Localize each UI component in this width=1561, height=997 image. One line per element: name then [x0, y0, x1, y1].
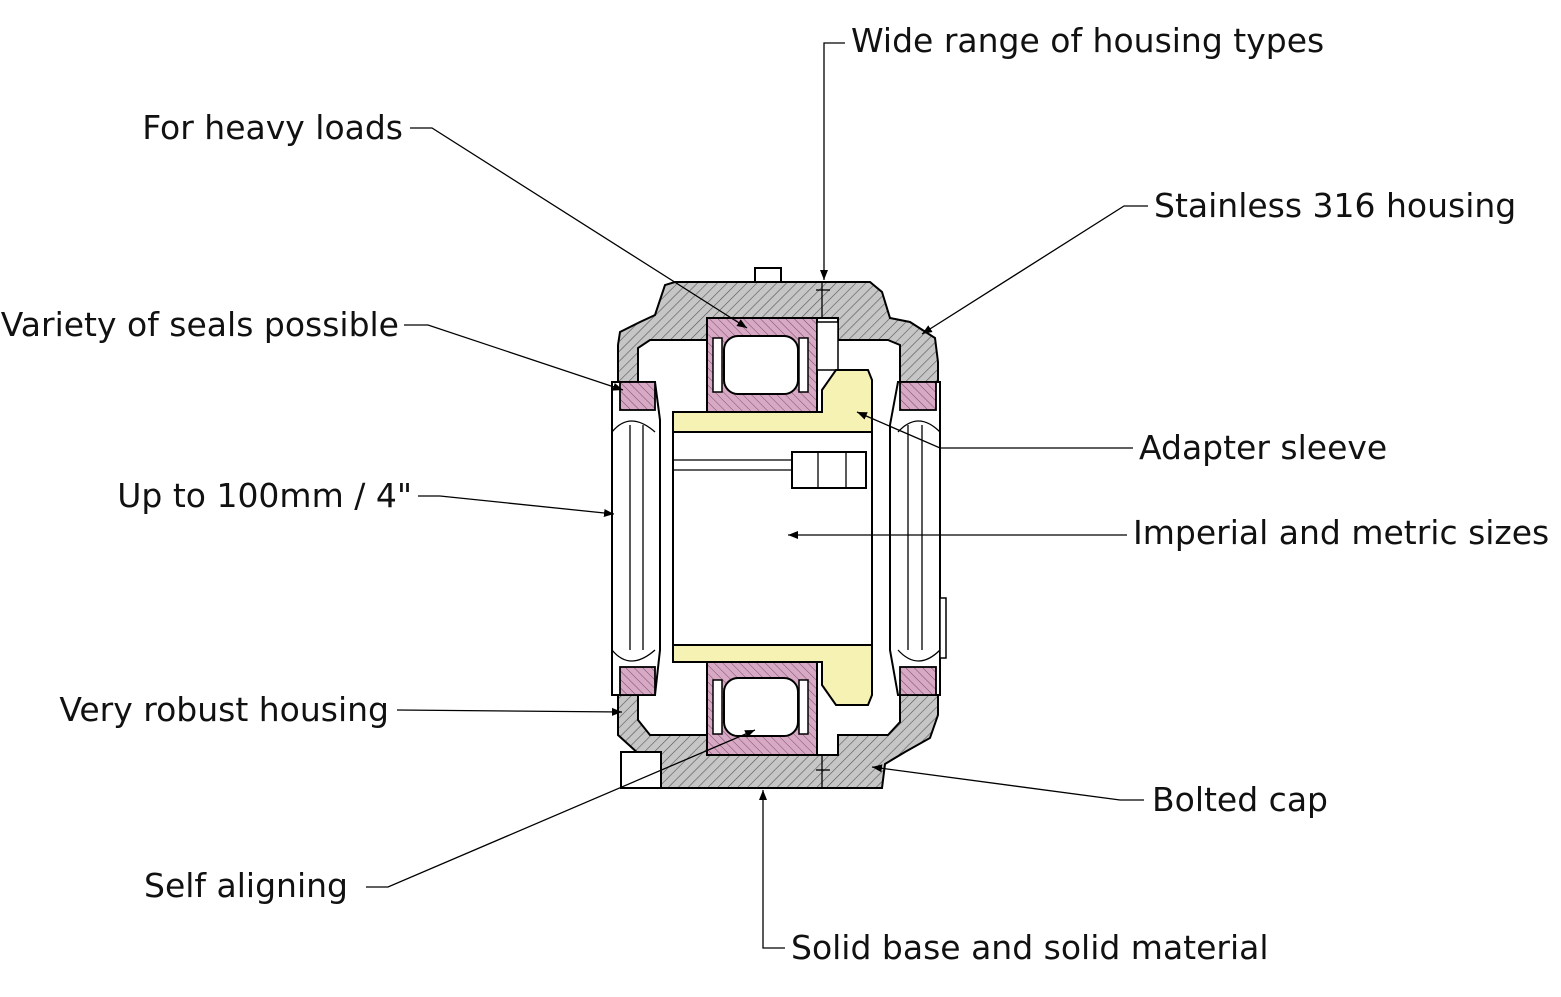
housing-base-left-foot: [620, 751, 662, 789]
seal-left-top: [619, 381, 656, 411]
right-cover-curve-top: [897, 420, 941, 433]
label-heavy-loads: For heavy loads: [142, 108, 403, 147]
locking-nut: [791, 451, 867, 489]
housing-top-lug: [754, 267, 782, 283]
bearing-top-roller: [723, 335, 799, 395]
leader-stainless: [921, 205, 1148, 335]
label-robust: Very robust housing: [59, 690, 389, 729]
label-sizes: Imperial and metric sizes: [1133, 513, 1549, 552]
locking-collar-top: [816, 321, 839, 371]
bearing-top-cage-right: [798, 337, 809, 393]
label-stainless: Stainless 316 housing: [1154, 186, 1516, 225]
leader-up-to: [418, 495, 615, 517]
left-cover-curve-bottom: [611, 649, 656, 662]
seal-right-top: [899, 381, 937, 411]
seals: [619, 381, 937, 696]
bearing-top: [706, 317, 839, 414]
left-end-cover: [611, 381, 661, 696]
leader-bolted: [871, 764, 1144, 801]
shaft: [672, 431, 873, 646]
bearing-bottom-cage-left: [712, 679, 723, 735]
label-adapter: Adapter sleeve: [1139, 428, 1387, 467]
label-housing-types: Wide range of housing types: [851, 21, 1324, 60]
left-cover-curve-top: [611, 420, 656, 433]
leader-adapter: [856, 411, 1133, 449]
leader-lines: [366, 42, 1148, 949]
leader-heavy-loads: [410, 127, 748, 329]
bearing-bottom-cage-right: [798, 679, 809, 735]
leader-seals: [404, 324, 624, 391]
callout-labels: Wide range of housing types For heavy lo…: [1, 21, 1549, 967]
right-end-cover: [889, 381, 941, 696]
bearing-top-cage-left: [712, 337, 723, 393]
label-bolted: Bolted cap: [1152, 780, 1328, 819]
leader-solid-base: [759, 790, 785, 949]
right-cover-tab: [939, 597, 947, 659]
adapter-sleeve-bottom: [672, 644, 873, 706]
seal-right-bottom: [899, 666, 937, 696]
right-cover-curve-bottom: [897, 649, 941, 662]
label-solid-base: Solid base and solid material: [791, 928, 1269, 967]
label-seals: Variety of seals possible: [1, 305, 399, 344]
leader-housing-types: [820, 42, 845, 280]
leader-robust: [396, 707, 623, 716]
seal-left-bottom: [619, 666, 656, 696]
label-up-to: Up to 100mm / 4": [117, 476, 412, 515]
bearing-bottom: [706, 659, 818, 756]
bearing-bottom-roller: [723, 677, 799, 737]
leader-self-aligning: [366, 729, 756, 888]
label-self-aligning: Self aligning: [144, 866, 348, 905]
